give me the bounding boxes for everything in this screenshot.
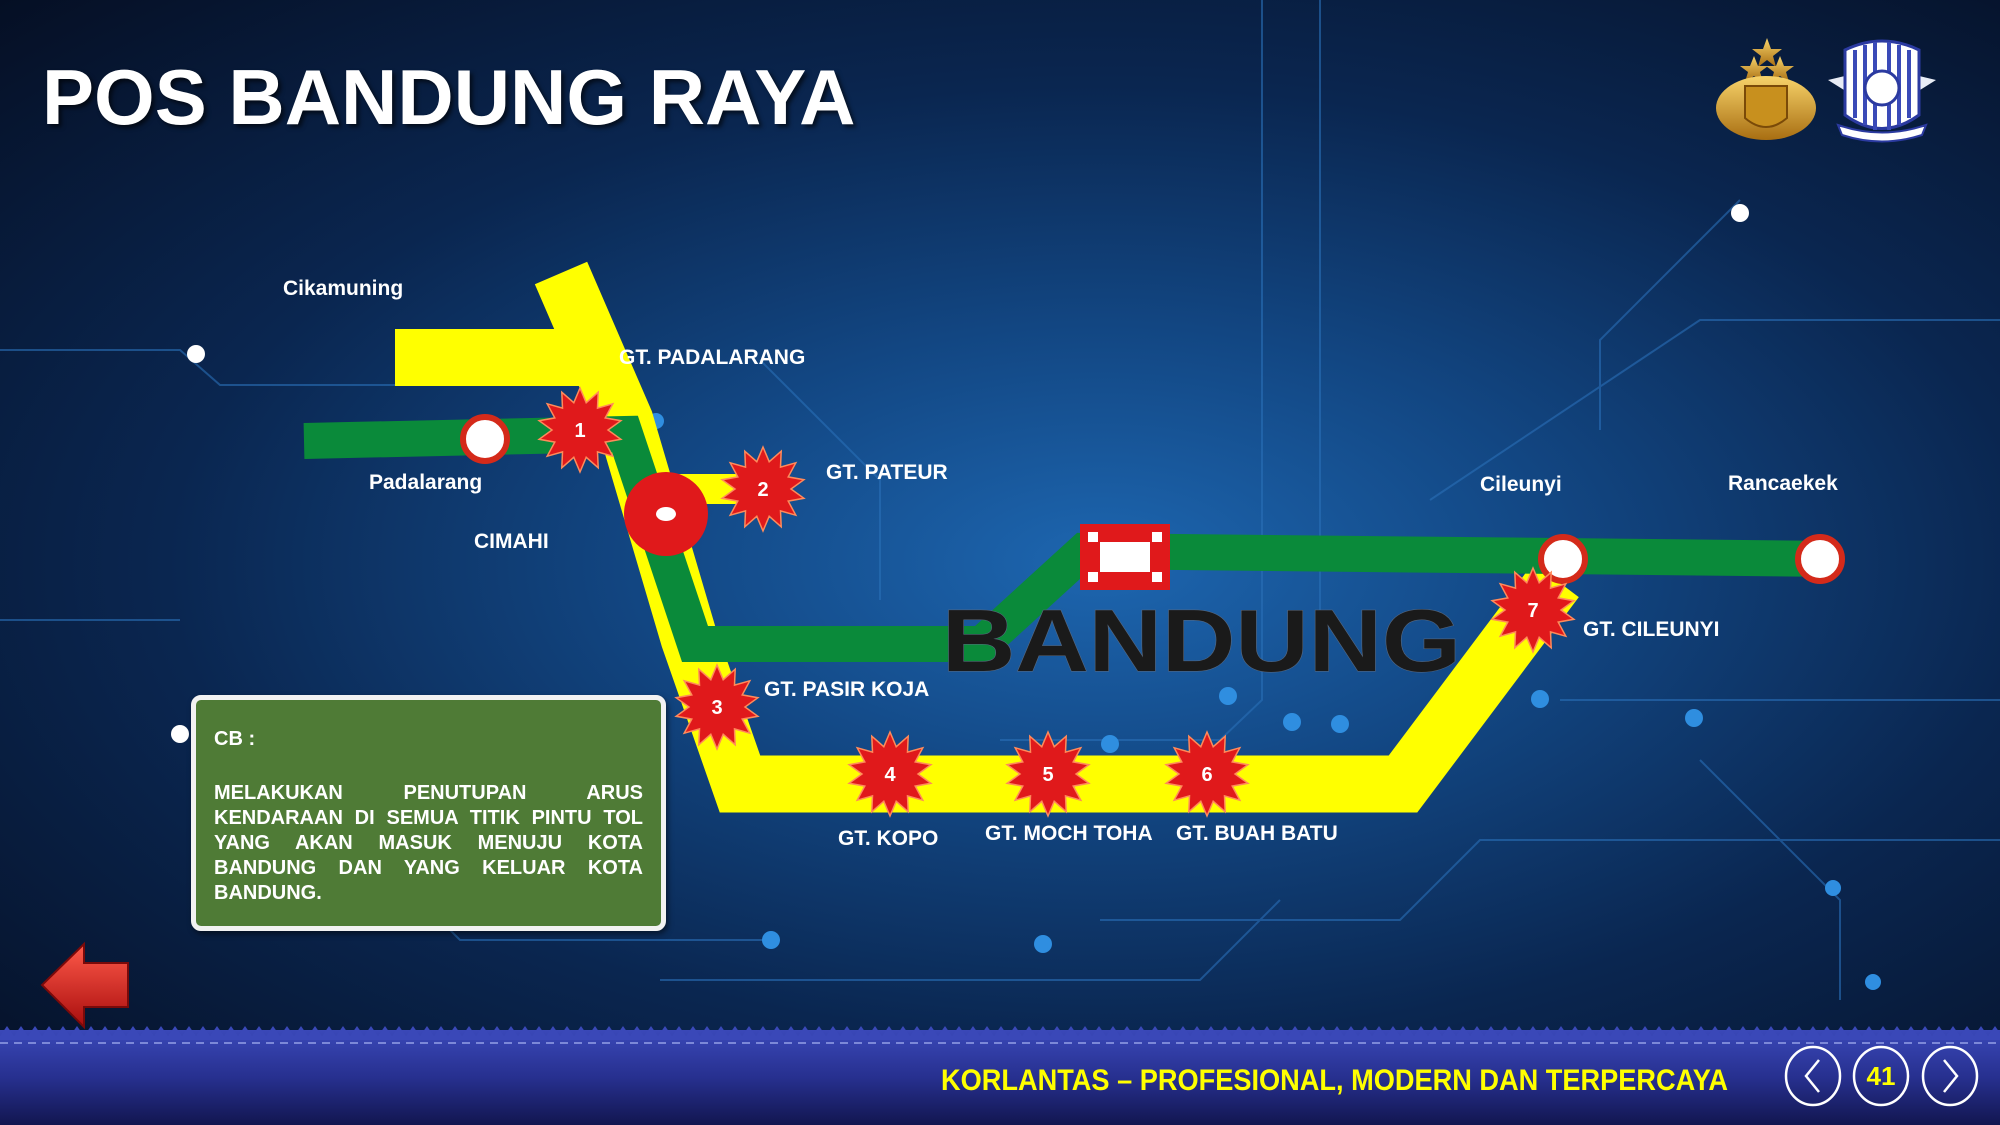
footer-bar [0,1026,2000,1125]
chevron-left-icon [1804,1059,1820,1093]
node-rancaekek [1795,534,1845,584]
next-slide-button[interactable] [1921,1045,1979,1107]
gate-number: 6 [1201,764,1212,786]
starburst-icon [674,663,760,751]
info-heading: CB : [214,728,256,750]
starburst-icon [537,386,623,474]
gate-number: 4 [884,764,896,786]
starburst-icon [847,730,933,818]
starburst-icon [1164,730,1250,818]
circuit-dots [648,413,1881,990]
label-gt-padalarang: GT. PADALARANG [619,346,805,369]
polri-emblem-logo [1716,38,1816,140]
gate-number: 3 [711,697,722,719]
label-gt-kopo: GT. KOPO [838,827,938,850]
city-label: BANDUNG [942,591,1461,690]
gate-number: 7 [1527,600,1538,622]
label-cimahi: CIMAHI [474,530,549,553]
starburst-icon [1005,730,1091,818]
gate-marker-1: 1 [537,386,623,474]
label-gt-buah-batu: GT. BUAH BATU [1176,822,1338,845]
gate-marker-4: 4 [847,730,933,818]
page-number-badge: 41 [1852,1045,1910,1107]
circuit-lines [0,0,2000,1000]
label-gt-pateur: GT. PATEUR [826,461,948,484]
gate-marker-3: 3 [674,663,760,751]
footer-tagline: KORLANTAS – PROFESIONAL, MODERN DAN TERP… [941,1064,1728,1097]
korlantas-emblem-logo [1828,39,1936,143]
gate-marker-5: 5 [1005,730,1091,818]
label-gt-pasir-koja: GT. PASIR KOJA [764,678,929,701]
info-box: CB : MELAKUKAN PENUTUPAN ARUS KENDARAAN … [191,695,666,931]
white-dots [171,204,1749,743]
starburst-icon [1490,566,1576,654]
gate-marker-2: 2 [720,445,806,533]
gate-number: 5 [1042,764,1053,786]
label-rancaekek: Rancaekek [1728,472,1838,495]
gate-marker-7: 7 [1490,566,1576,654]
starburst-icon [720,445,806,533]
gate-number: 2 [757,479,768,501]
cimahi-marker [624,472,708,556]
node-cileunyi [1538,534,1588,584]
gate-marker-6: 6 [1164,730,1250,818]
label-cileunyi: Cileunyi [1480,473,1562,496]
label-padalarang: Padalarang [369,471,482,494]
prev-slide-button[interactable] [1784,1045,1842,1107]
label-cikamuning: Cikamuning [283,277,403,300]
bandung-city-icon [1080,524,1170,590]
node-padalarang [460,414,510,464]
page-number: 41 [1867,1061,1896,1091]
gate-number: 1 [574,420,585,442]
label-gt-moch-toha: GT. MOCH TOHA [985,822,1153,845]
page-title: POS BANDUNG RAYA [42,53,856,141]
info-body: MELAKUKAN PENUTUPAN ARUS KENDARAAN DI SE… [214,782,643,904]
back-arrow-button[interactable] [40,941,129,1030]
chevron-right-icon [1943,1059,1959,1093]
label-gt-cileunyi: GT. CILEUNYI [1583,618,1720,641]
